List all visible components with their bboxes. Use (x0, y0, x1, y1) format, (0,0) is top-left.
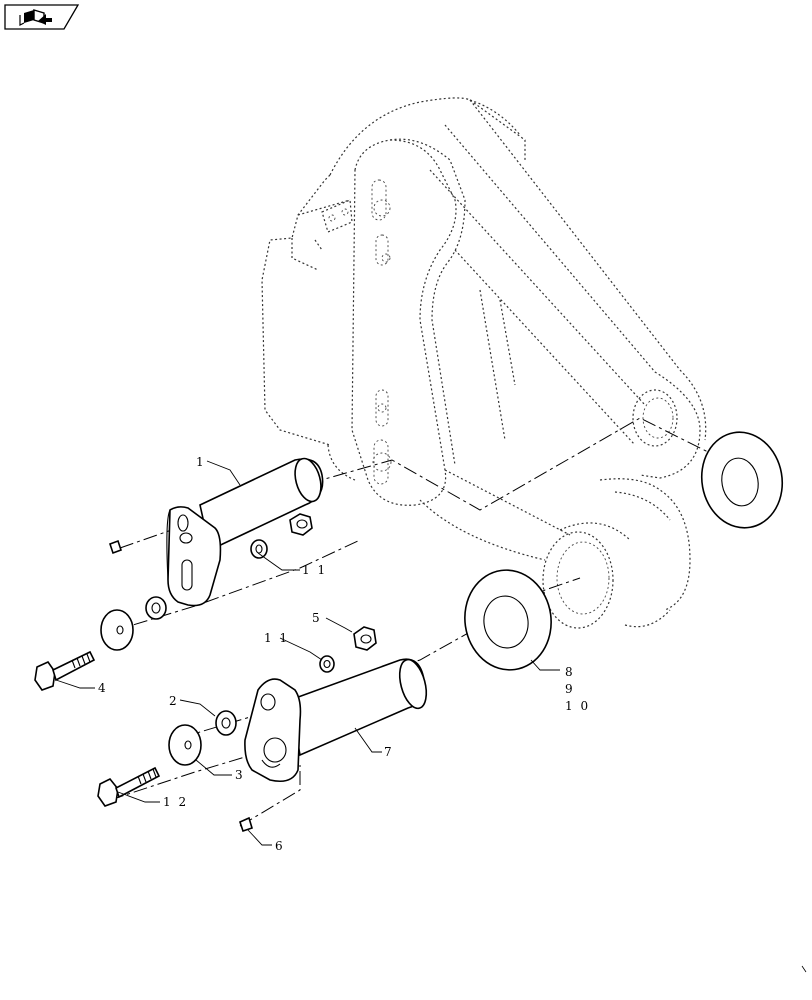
callout-5: 5 (312, 611, 322, 625)
callout-11b: 1 1 (264, 631, 289, 645)
washer-lower (168, 724, 202, 766)
callout-4: 4 (98, 681, 108, 695)
book-arrow-icon (19, 9, 52, 26)
nut-lower (353, 626, 377, 651)
callout-10: 1 0 (565, 699, 590, 713)
leader-lines (55, 460, 560, 846)
callout-9: 9 (565, 682, 575, 696)
spacer-upper-11 (250, 539, 268, 559)
spacer-lower-11 (319, 655, 335, 673)
grease-fitting-lower (239, 816, 253, 833)
nut-upper (289, 513, 313, 536)
callout-6: 6 (275, 839, 285, 853)
callout-labels: 1 1 1 4 5 1 1 8 9 1 0 2 7 3 1 2 6 (98, 455, 590, 853)
callout-7: 7 (384, 745, 394, 759)
pin-lower (289, 658, 428, 757)
callout-8: 8 (565, 665, 575, 679)
callout-3: 3 (235, 768, 245, 782)
bolt-lower-12 (97, 766, 161, 807)
bolt-upper-4 (34, 650, 96, 691)
callout-12: 1 2 (163, 795, 188, 809)
pin-upper (199, 457, 324, 552)
spacer-upper (145, 596, 167, 620)
retainer-plate-upper (166, 506, 222, 607)
washer-large-front (464, 569, 552, 671)
washer-large-rear (700, 431, 784, 529)
loader-frame-ghost (261, 97, 707, 629)
washer-upper (100, 609, 134, 651)
grease-fitting-upper (108, 539, 123, 555)
nav-button[interactable] (4, 4, 80, 30)
spacer-lower (215, 710, 237, 736)
corner-mark (801, 965, 807, 973)
callout-1: 1 (196, 455, 206, 469)
center-lines (109, 417, 761, 827)
retainer-plate-lower (244, 678, 302, 783)
callout-2: 2 (169, 694, 179, 708)
callout-11a: 1 1 (302, 563, 327, 577)
